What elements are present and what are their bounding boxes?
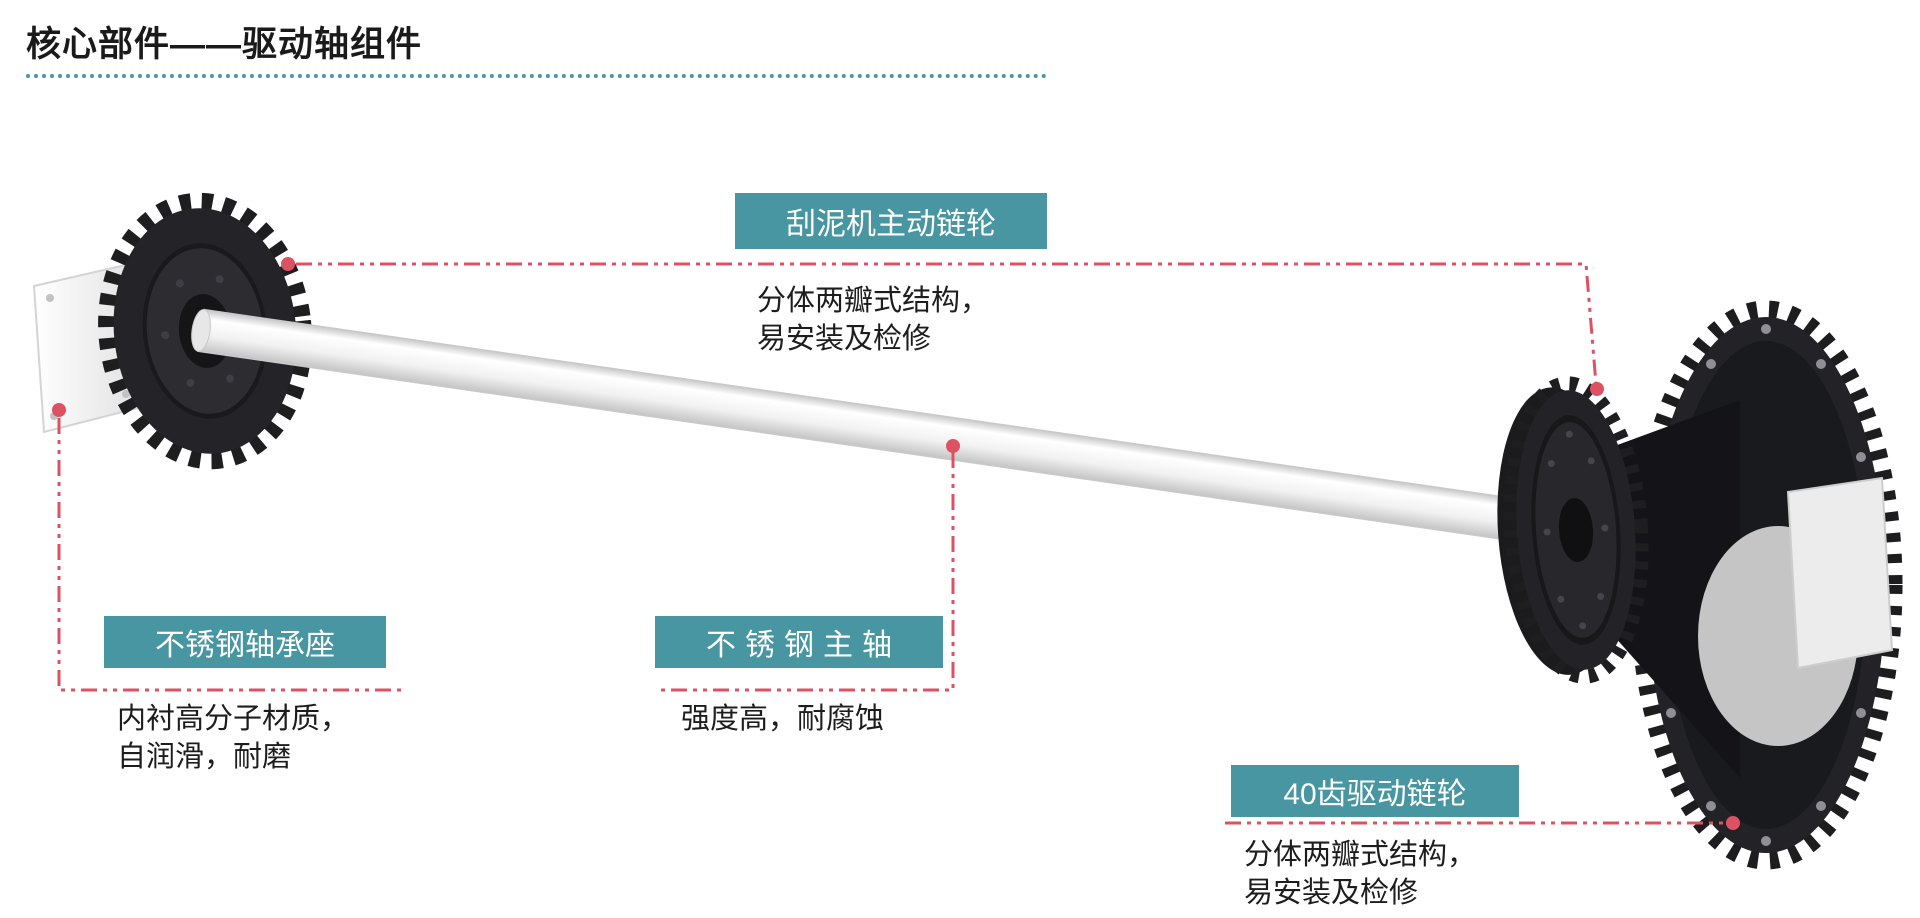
flange-plate-graphic: [1786, 476, 1894, 670]
callout-label-main-shaft: 不锈钢主轴: [655, 616, 943, 668]
connector-bearing-seat: [57, 418, 404, 692]
callout-desc-main-shaft: 强度高，耐腐蚀: [681, 703, 885, 735]
scraper-sprocket-graphic: [1497, 376, 1649, 684]
shaft-rod-graphic: [191, 308, 1583, 551]
callout-desc-bearing-seat: 内衬高分子材质， 自润滑，耐磨: [117, 703, 350, 773]
callout-label-bearing-seat: 不锈钢轴承座: [104, 616, 386, 668]
callout-desc-drive-sprocket: 分体两瓣式结构， 易安装及检修: [757, 285, 990, 355]
title-underline: [26, 74, 1047, 78]
connector-dots: [52, 257, 1740, 830]
connector-drive-sprocket: [296, 262, 1598, 385]
connector-lines: [57, 262, 1726, 825]
page-title: 核心部件——驱动轴组件: [26, 25, 423, 64]
callout-label-drive-sprocket: 刮泥机主动链轮: [735, 193, 1047, 249]
callout-desc-drive-chain-wheel: 分体两瓣式结构， 易安装及检修: [1244, 839, 1477, 909]
callout-label-drive-chain-wheel: 40齿驱动链轮: [1231, 765, 1519, 817]
